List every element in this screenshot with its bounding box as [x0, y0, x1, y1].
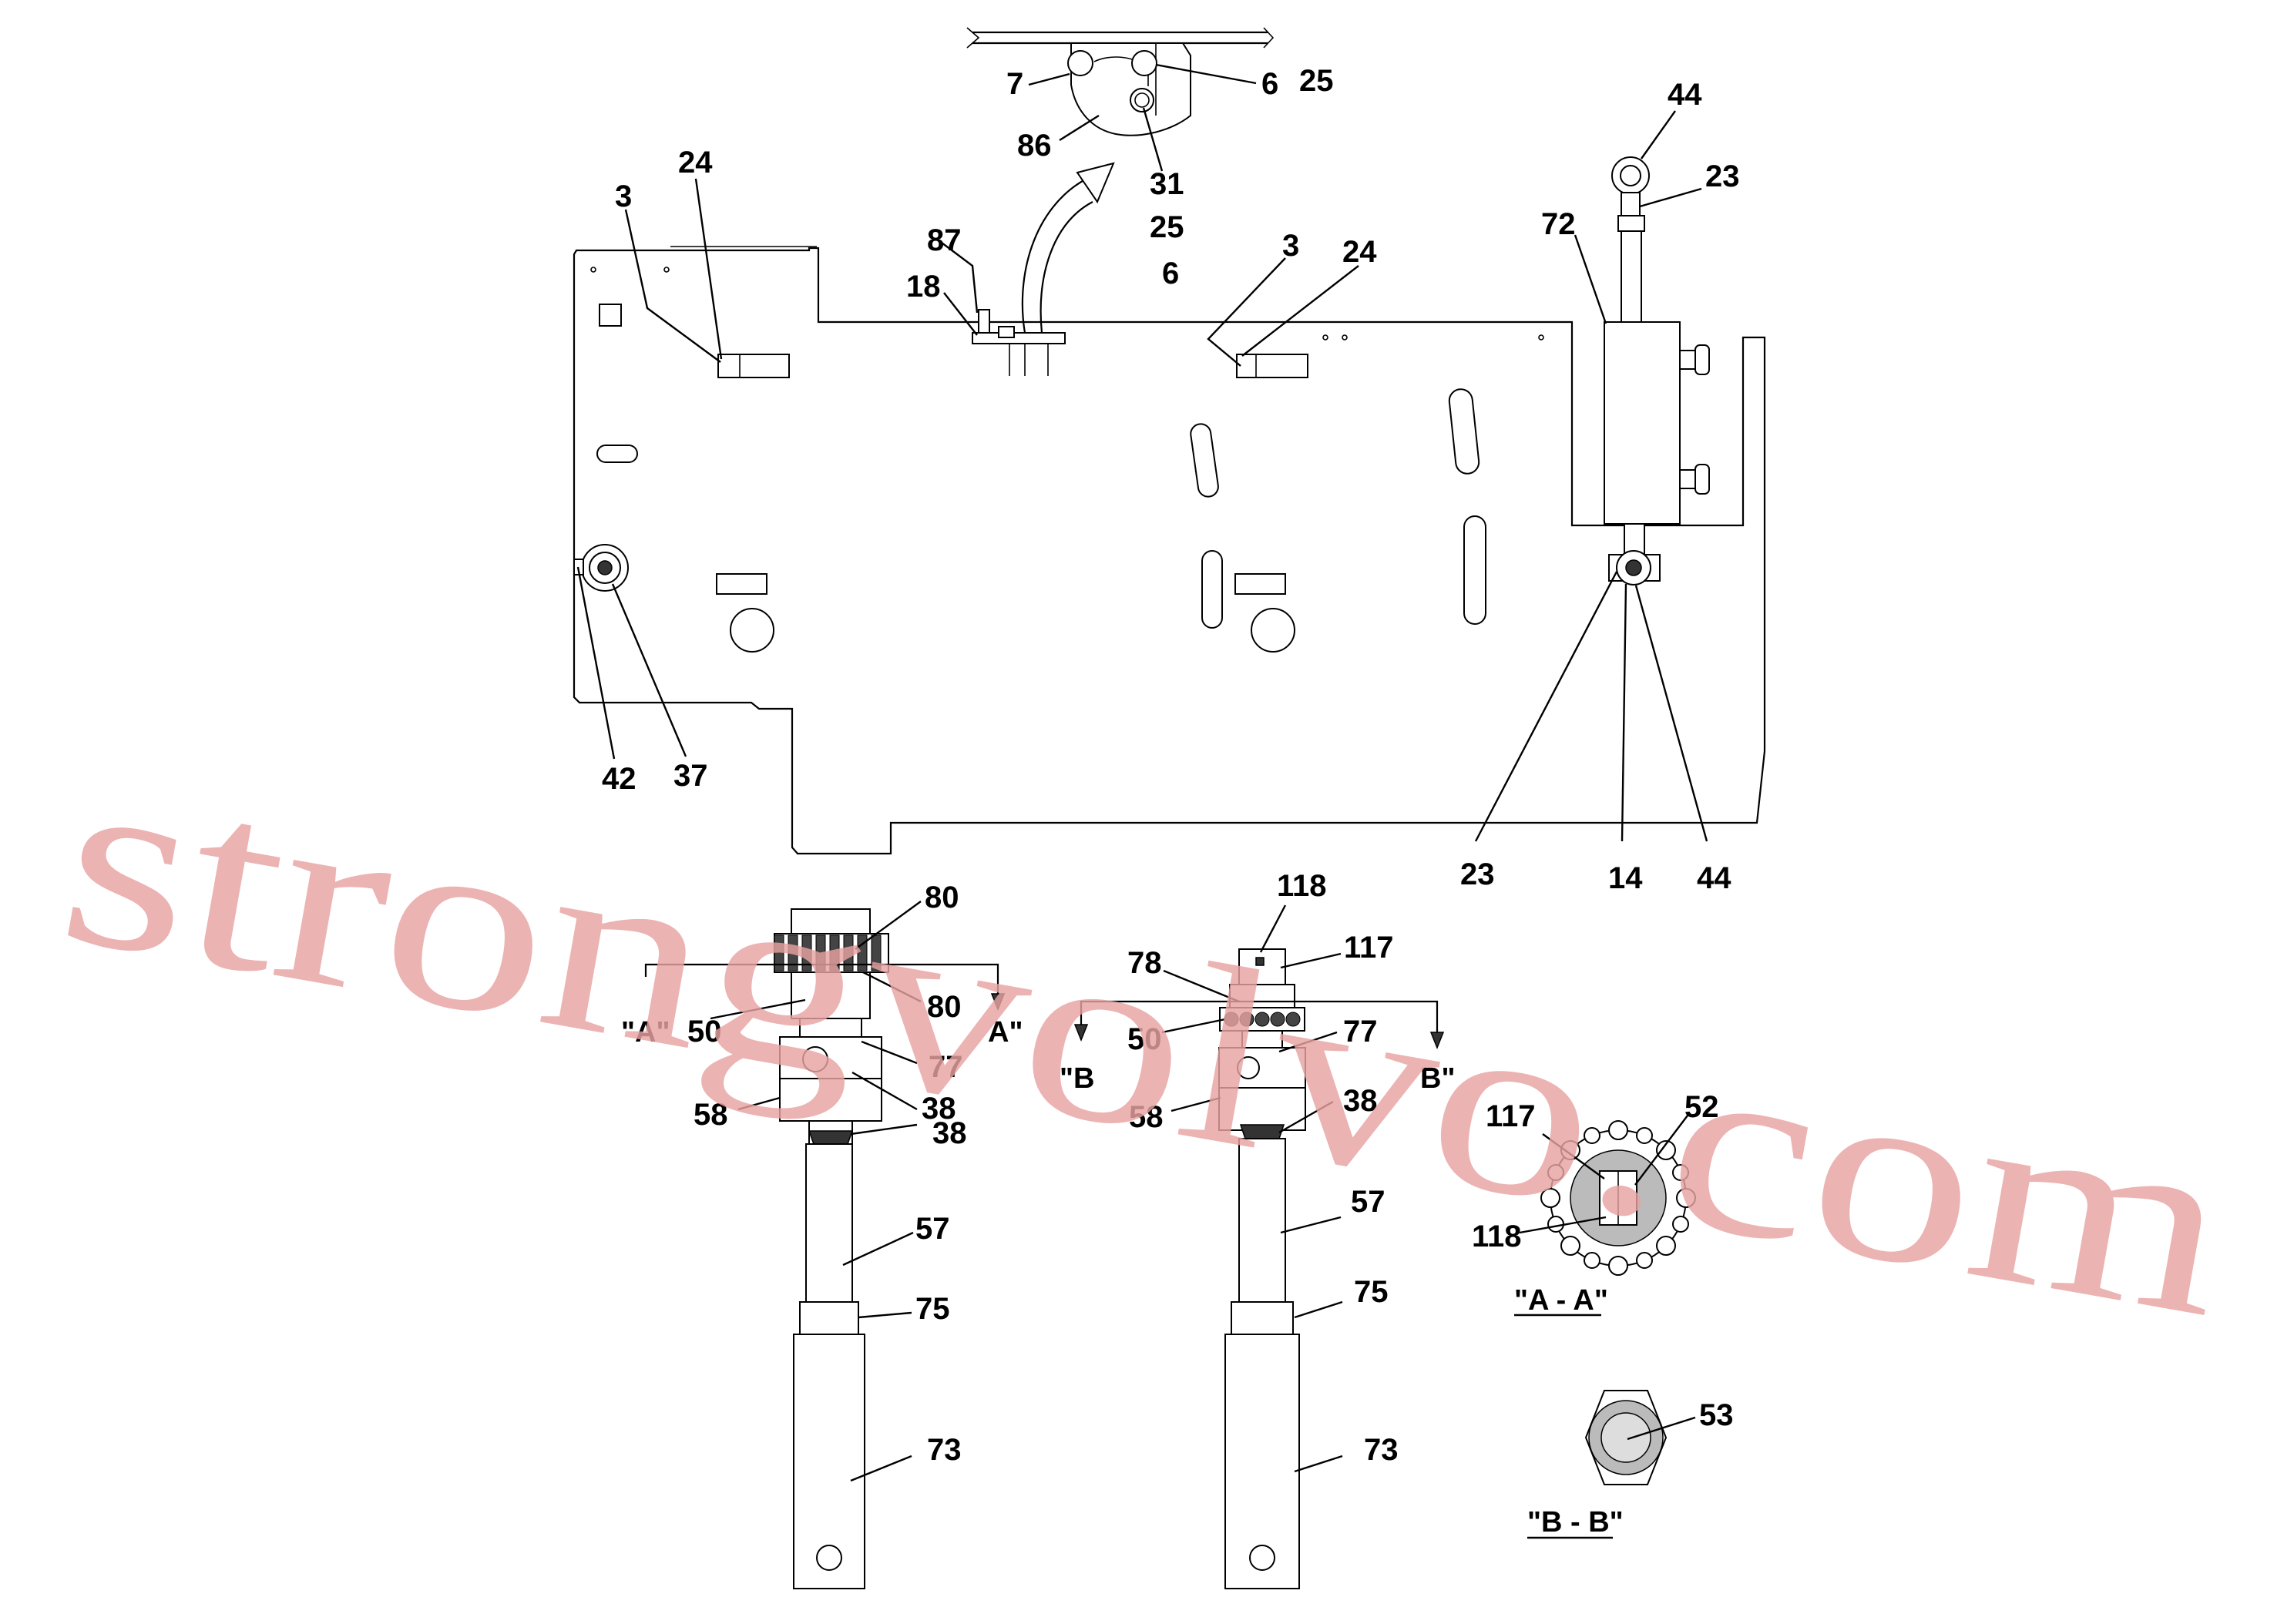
callout-75: 75 — [915, 1292, 950, 1326]
detail-arrow-head — [1076, 162, 1115, 204]
callout-78: 78 — [1127, 946, 1162, 980]
callout-86: 86 — [1017, 129, 1052, 163]
callout-24: 24 — [1342, 235, 1377, 269]
section-title-b-b: "B - B" — [1527, 1506, 1624, 1538]
callout-53: 53 — [1699, 1398, 1734, 1432]
section-line-b — [1080, 1000, 1439, 1036]
section-a-a — [1540, 1120, 1696, 1276]
callout-52: 52 — [1684, 1090, 1719, 1124]
section-mark-b-right: B" — [1420, 1062, 1455, 1095]
callout-6: 6 — [1261, 67, 1278, 101]
section-mark-a-right: A" — [988, 1016, 1023, 1049]
callout-44: 44 — [1697, 861, 1731, 895]
leader-lines — [576, 63, 1708, 1539]
callout-38: 38 — [932, 1116, 967, 1150]
section-b-b — [1584, 1390, 1668, 1485]
callout-118: 118 — [1277, 869, 1327, 903]
pump-assembly-a — [774, 908, 889, 1589]
callout-117: 117 — [1486, 1099, 1536, 1133]
section-marks: "A" A" "B B" "A - A" "B - B" — [621, 1016, 1624, 1538]
callout-73: 73 — [927, 1433, 962, 1467]
callout-118: 118 — [1472, 1220, 1522, 1253]
callout-87: 87 — [927, 223, 962, 257]
callout-58: 58 — [694, 1098, 728, 1132]
callout-38: 38 — [922, 1092, 956, 1126]
callout-labels: 7 6 25 86 31 25 6 87 18 3 24 3 24 44 23 … — [602, 64, 1740, 1467]
callout-57: 57 — [915, 1212, 950, 1246]
callout-73: 73 — [1364, 1433, 1399, 1467]
callout-72: 72 — [1541, 207, 1576, 241]
callout-24: 24 — [678, 146, 713, 180]
callout-77: 77 — [1343, 1015, 1378, 1049]
callout-7: 7 — [1006, 67, 1023, 101]
callout-80: 80 — [925, 881, 959, 914]
section-mark-a-left: "A" — [621, 1016, 670, 1049]
callout-50: 50 — [687, 1015, 722, 1049]
callout-23: 23 — [1705, 159, 1740, 193]
callout-117: 117 — [1344, 931, 1394, 965]
callout-42: 42 — [602, 762, 636, 796]
callout-37: 37 — [673, 759, 708, 793]
pump-assembly-b — [1218, 948, 1306, 1589]
section-mark-b-left: "B — [1060, 1062, 1094, 1095]
callout-3: 3 — [1282, 229, 1299, 263]
callout-58: 58 — [1129, 1100, 1164, 1134]
watermark-text: strongvolvo.com — [44, 713, 2248, 1371]
detail-arrow — [1021, 178, 1087, 334]
callout-18: 18 — [906, 270, 941, 304]
callout-80: 80 — [927, 990, 962, 1024]
callout-57: 57 — [1351, 1185, 1385, 1219]
callout-23: 23 — [1460, 857, 1495, 891]
callout-3: 3 — [615, 180, 632, 213]
callout-44: 44 — [1668, 78, 1702, 112]
section-title-a-a: "A - A" — [1514, 1284, 1608, 1317]
callout-31: 31 — [1150, 167, 1184, 201]
section-line-a — [644, 963, 999, 998]
hydraulic-cylinder — [1604, 156, 1710, 586]
main-frame-plate — [573, 246, 1766, 855]
callout-50: 50 — [1127, 1022, 1162, 1056]
callout-6: 6 — [1162, 257, 1179, 290]
callout-25: 25 — [1299, 64, 1334, 98]
callout-14: 14 — [1608, 861, 1643, 895]
callout-75: 75 — [1354, 1275, 1389, 1309]
callout-77: 77 — [929, 1050, 963, 1084]
callout-25: 25 — [1150, 210, 1184, 244]
callout-38: 38 — [1343, 1084, 1378, 1118]
